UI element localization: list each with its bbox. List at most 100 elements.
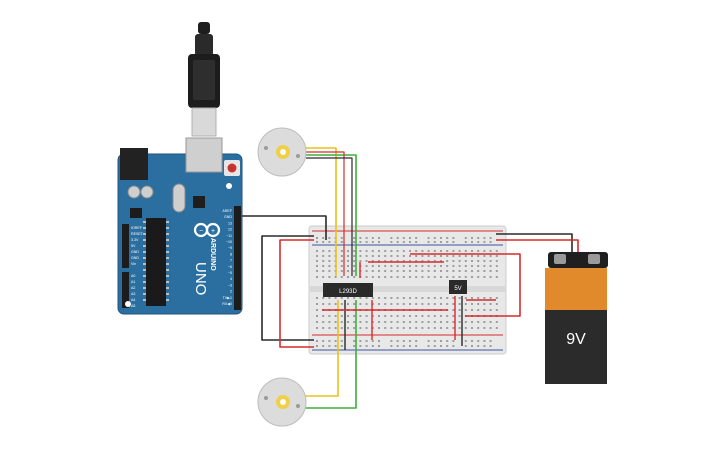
breadboard-hole[interactable] xyxy=(415,265,418,267)
breadboard-hole[interactable] xyxy=(334,321,337,323)
breadboard-hole[interactable] xyxy=(440,321,442,323)
breadboard-hole[interactable] xyxy=(353,241,356,243)
breadboard-hole[interactable] xyxy=(452,255,455,257)
breadboard-hole[interactable] xyxy=(440,250,442,252)
breadboard-hole[interactable] xyxy=(390,315,393,317)
breadboard-hole[interactable] xyxy=(365,276,368,278)
breadboard-hole[interactable] xyxy=(384,303,387,305)
breadboard-hole[interactable] xyxy=(322,315,325,317)
breadboard-hole[interactable] xyxy=(353,345,356,347)
breadboard-hole[interactable] xyxy=(446,315,449,317)
breadboard-hole[interactable] xyxy=(415,260,418,262)
breadboard-hole[interactable] xyxy=(471,297,473,299)
breadboard-hole[interactable] xyxy=(378,321,380,323)
breadboard-hole[interactable] xyxy=(471,241,473,243)
breadboard-hole[interactable] xyxy=(409,303,411,305)
breadboard-hole[interactable] xyxy=(396,255,399,257)
breadboard-hole[interactable] xyxy=(402,321,405,323)
breadboard-hole[interactable] xyxy=(440,303,442,305)
breadboard-hole[interactable] xyxy=(378,255,380,257)
breadboard-hole[interactable] xyxy=(328,250,331,252)
breadboard-hole[interactable] xyxy=(340,321,343,323)
breadboard-hole[interactable] xyxy=(353,250,356,252)
breadboard-hole[interactable] xyxy=(409,255,411,257)
breadboard-hole[interactable] xyxy=(440,270,442,272)
breadboard-hole[interactable] xyxy=(483,340,486,342)
breadboard-hole[interactable] xyxy=(316,327,318,329)
breadboard-hole[interactable] xyxy=(458,250,461,252)
breadboard-hole[interactable] xyxy=(415,241,418,243)
breadboard-hole[interactable] xyxy=(365,255,368,257)
breadboard-hole[interactable] xyxy=(483,237,486,239)
breadboard-hole[interactable] xyxy=(464,276,467,278)
breadboard-hole[interactable] xyxy=(427,260,430,262)
breadboard-hole[interactable] xyxy=(427,237,430,239)
breadboard-hole[interactable] xyxy=(402,241,405,243)
breadboard-hole[interactable] xyxy=(477,345,480,347)
breadboard-hole[interactable] xyxy=(402,237,405,239)
breadboard-hole[interactable] xyxy=(359,340,362,342)
breadboard-hole[interactable] xyxy=(495,260,498,262)
breadboard-hole[interactable] xyxy=(421,321,424,323)
breadboard-hole[interactable] xyxy=(421,276,424,278)
breadboard-hole[interactable] xyxy=(328,237,331,239)
breadboard-hole[interactable] xyxy=(483,297,486,299)
breadboard-hole[interactable] xyxy=(446,340,449,342)
breadboard-hole[interactable] xyxy=(446,270,449,272)
breadboard-hole[interactable] xyxy=(359,250,362,252)
breadboard-hole[interactable] xyxy=(446,297,449,299)
breadboard-hole[interactable] xyxy=(495,321,498,323)
breadboard-hole[interactable] xyxy=(316,309,318,311)
breadboard-hole[interactable] xyxy=(433,250,436,252)
breadboard-hole[interactable] xyxy=(347,276,349,278)
arduino-board[interactable]: − + ARDUINO UNO AREFGND1312~11~10~987~6~… xyxy=(117,137,243,315)
breadboard-hole[interactable] xyxy=(477,265,480,267)
breadboard-hole[interactable] xyxy=(396,297,399,299)
breadboard-hole[interactable] xyxy=(378,270,380,272)
breadboard-hole[interactable] xyxy=(409,265,411,267)
breadboard-hole[interactable] xyxy=(402,265,405,267)
breadboard-hole[interactable] xyxy=(409,270,411,272)
breadboard-hole[interactable] xyxy=(328,270,331,272)
breadboard-hole[interactable] xyxy=(365,345,368,347)
breadboard-hole[interactable] xyxy=(353,260,356,262)
dc-motor-top[interactable] xyxy=(257,127,307,177)
breadboard-hole[interactable] xyxy=(340,315,343,317)
breadboard-hole[interactable] xyxy=(384,327,387,329)
breadboard-hole[interactable] xyxy=(433,260,436,262)
breadboard-hole[interactable] xyxy=(390,270,393,272)
breadboard-hole[interactable] xyxy=(471,237,473,239)
breadboard-hole[interactable] xyxy=(452,250,455,252)
breadboard-hole[interactable] xyxy=(446,321,449,323)
breadboard-hole[interactable] xyxy=(471,260,473,262)
breadboard-hole[interactable] xyxy=(433,276,436,278)
breadboard-hole[interactable] xyxy=(409,327,411,329)
breadboard-hole[interactable] xyxy=(371,250,374,252)
breadboard-hole[interactable] xyxy=(458,309,461,311)
breadboard-hole[interactable] xyxy=(471,309,473,311)
breadboard-hole[interactable] xyxy=(378,345,380,347)
breadboard-hole[interactable] xyxy=(384,276,387,278)
breadboard-hole[interactable] xyxy=(471,345,473,347)
breadboard-hole[interactable] xyxy=(402,340,405,342)
breadboard-hole[interactable] xyxy=(340,297,343,299)
breadboard-hole[interactable] xyxy=(452,340,455,342)
breadboard-hole[interactable] xyxy=(396,265,399,267)
breadboard-hole[interactable] xyxy=(365,297,368,299)
breadboard-hole[interactable] xyxy=(353,255,356,257)
breadboard-hole[interactable] xyxy=(452,309,455,311)
breadboard-hole[interactable] xyxy=(458,321,461,323)
breadboard-hole[interactable] xyxy=(365,237,368,239)
breadboard-hole[interactable] xyxy=(495,276,498,278)
breadboard-hole[interactable] xyxy=(440,297,442,299)
breadboard-hole[interactable] xyxy=(427,327,430,329)
breadboard-hole[interactable] xyxy=(396,303,399,305)
breadboard-hole[interactable] xyxy=(477,321,480,323)
breadboard-hole[interactable] xyxy=(322,237,325,239)
breadboard-hole[interactable] xyxy=(353,315,356,317)
analog-header[interactable] xyxy=(122,272,129,308)
breadboard-hole[interactable] xyxy=(316,297,318,299)
breadboard-hole[interactable] xyxy=(471,250,473,252)
breadboard-hole[interactable] xyxy=(409,260,411,262)
breadboard-hole[interactable] xyxy=(458,276,461,278)
